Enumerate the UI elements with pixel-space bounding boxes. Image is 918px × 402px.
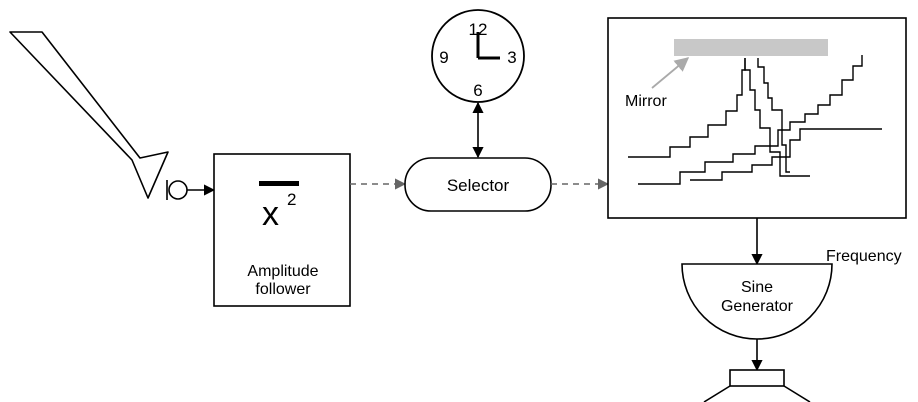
trace-1 (628, 58, 746, 158)
clock-numeral-6: 6 (473, 81, 482, 100)
follower-label: follower (255, 281, 311, 298)
sine-label: Sine (741, 279, 773, 296)
clock-numeral-3: 3 (507, 48, 516, 67)
trace-2 (744, 58, 810, 177)
clock-icon: 12 3 6 9 (431, 9, 525, 103)
trace-5 (757, 58, 790, 173)
mirror-bar (674, 39, 828, 56)
amplitude-label: Amplitude (247, 263, 318, 280)
generator-label: Generator (721, 298, 794, 315)
mirror-label: Mirror (625, 93, 667, 110)
sine-generator-block (681, 263, 833, 340)
speaker-icon (703, 369, 811, 402)
trace-4 (690, 128, 882, 181)
overbar (259, 181, 299, 186)
microphone-icon (166, 180, 188, 200)
clock-numeral-9: 9 (439, 48, 448, 67)
symbol-exponent: 2 (287, 190, 296, 209)
symbol-x: x (262, 195, 279, 233)
selector-label: Selector (447, 176, 510, 195)
amplitude-follower-block (213, 153, 351, 307)
trace-3 (638, 55, 863, 185)
horn-icon (9, 31, 169, 199)
frequency-label: Frequency (826, 248, 902, 265)
staircase-traces (628, 55, 882, 185)
mirror-pointer-arrow (651, 57, 690, 89)
clock-numeral-12: 12 (469, 20, 488, 39)
